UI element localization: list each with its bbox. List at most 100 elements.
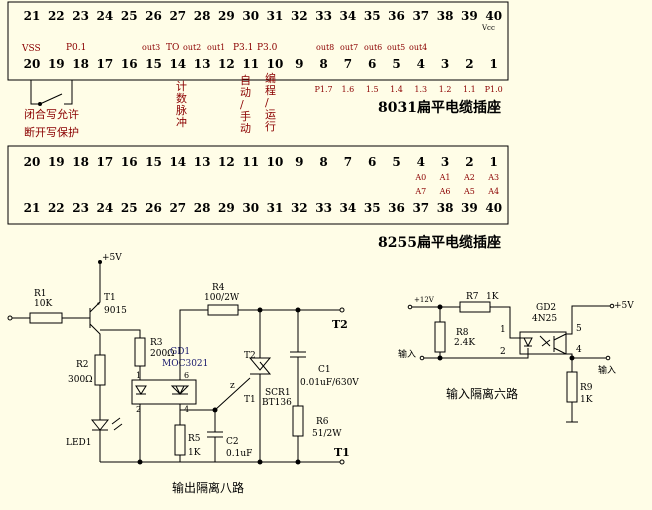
gd2-pin4: 4 <box>576 345 582 355</box>
t1-arrow <box>97 302 100 305</box>
output-circuit-title: 输出隔离八路 <box>172 480 244 495</box>
pin-number: 1 <box>490 57 498 71</box>
r2-resistor <box>94 354 106 386</box>
gd2-rays <box>539 335 551 347</box>
pin-number: 22 <box>48 201 65 215</box>
vertical-label: 自动/手动 <box>240 74 251 135</box>
t2-terminal <box>339 307 345 313</box>
pin-number: 33 <box>315 201 332 215</box>
vertical-label: 闭合写允许 <box>24 107 79 121</box>
pin-number: 20 <box>24 155 41 169</box>
pin-number: 12 <box>218 57 235 71</box>
r6-resistor <box>292 405 304 437</box>
pin-number: 31 <box>267 201 284 215</box>
c2-label: C2 <box>226 437 239 447</box>
r1-resistor <box>29 312 63 324</box>
pin-number: 17 <box>97 155 114 169</box>
pin-number: 29 <box>218 9 235 23</box>
r7-resistor <box>459 301 491 313</box>
collector-wire <box>99 329 141 340</box>
out-input-terminal <box>7 315 13 321</box>
scr-t2-pin: T2 <box>244 351 256 361</box>
pin-number: 3 <box>441 155 449 169</box>
t1-transistor <box>89 300 101 336</box>
pin-number: 36 <box>388 201 405 215</box>
z-label: z <box>230 381 235 391</box>
pin-number: 23 <box>72 9 89 23</box>
gd1-pin2: 2 <box>136 405 141 414</box>
pin-number: 30 <box>242 9 259 23</box>
gd2-collector-wire <box>566 305 610 335</box>
pin-number: 12 <box>218 155 235 169</box>
gd1-led <box>135 385 147 395</box>
signal-out7: out7 <box>340 43 358 52</box>
pin-number: 21 <box>24 9 41 23</box>
pin-number: 9 <box>295 155 303 169</box>
led-rays <box>111 417 123 431</box>
gd1-value: MOC3021 <box>162 359 208 369</box>
pin-number: 26 <box>145 9 162 23</box>
gd2-phototransistor <box>553 333 567 355</box>
pin-number: 36 <box>388 9 405 23</box>
port1-label: 1.4 <box>390 85 403 94</box>
port-a-label: A5 <box>463 187 475 196</box>
pin-number: 35 <box>364 9 381 23</box>
signal-out1: out1 <box>207 43 225 52</box>
pin-number: 14 <box>169 155 186 169</box>
out-plus5v: +5V <box>102 253 122 263</box>
in-plus12v-terminal <box>407 304 413 310</box>
vertical-label: 断开写保护 <box>24 125 79 139</box>
pin-number: 16 <box>121 57 138 71</box>
signal-out3: out3 <box>142 43 160 52</box>
in-left-label: 输入 <box>398 348 416 360</box>
in-plus5v-terminal <box>609 303 615 309</box>
pin-number: 33 <box>315 9 332 23</box>
t1-terminal-label: T1 <box>334 446 350 459</box>
pin-number: 10 <box>267 57 284 71</box>
pin-number: 26 <box>145 201 162 215</box>
header-8031-box <box>7 1 509 81</box>
pin-number: 28 <box>194 201 211 215</box>
pin-number: 27 <box>169 9 186 23</box>
c2-value: 0.1uF <box>226 449 252 459</box>
pin-number: 19 <box>48 57 65 71</box>
gd2-led <box>520 337 533 359</box>
r5-value: 1K <box>188 448 201 458</box>
pin-number: 28 <box>194 9 211 23</box>
gd1-body <box>131 379 197 405</box>
gd1-triac <box>170 385 190 396</box>
r2-value: 300Ω <box>68 375 93 385</box>
port1-label: 1.3 <box>414 85 427 94</box>
signal-out4: out4 <box>409 43 427 52</box>
pin-number: 25 <box>121 201 138 215</box>
port-a-label: A7 <box>414 187 426 196</box>
r7-leads <box>412 306 520 339</box>
pin-number: 39 <box>461 9 478 23</box>
pin-number: 17 <box>97 57 114 71</box>
input-circuit: +12V R7 1K R8 2.4K 输入 1 2 GD2 4N25 5 4 +… <box>398 292 634 423</box>
signal-p30: P3.0 <box>257 43 278 53</box>
scr-label: SCR1 <box>265 388 291 398</box>
pin-number: 32 <box>291 201 308 215</box>
pin-number: 8 <box>319 57 327 71</box>
port-a-label: A1 <box>439 173 451 182</box>
vcc-dot <box>98 260 102 264</box>
pin-number: 4 <box>417 155 425 169</box>
output-circuit: +5V R1 10K T1 9015 R2 300Ω LED1 R3 200Ω <box>7 253 359 495</box>
pin-number: 5 <box>392 155 400 169</box>
gd2-pin2: 2 <box>500 347 506 357</box>
pin-number: 7 <box>344 155 352 169</box>
port1-label: P1.7 <box>315 85 333 94</box>
r8-bottom-junction <box>437 355 443 361</box>
pin-number: 34 <box>340 201 357 215</box>
gd2-pin5: 5 <box>576 324 582 334</box>
signal-out2: out2 <box>183 43 201 52</box>
pin-number: 11 <box>242 155 259 169</box>
scr-t1-pin: T1 <box>244 395 256 405</box>
signal-to: TO <box>166 43 179 53</box>
r3-value: 200Ω <box>150 349 175 359</box>
